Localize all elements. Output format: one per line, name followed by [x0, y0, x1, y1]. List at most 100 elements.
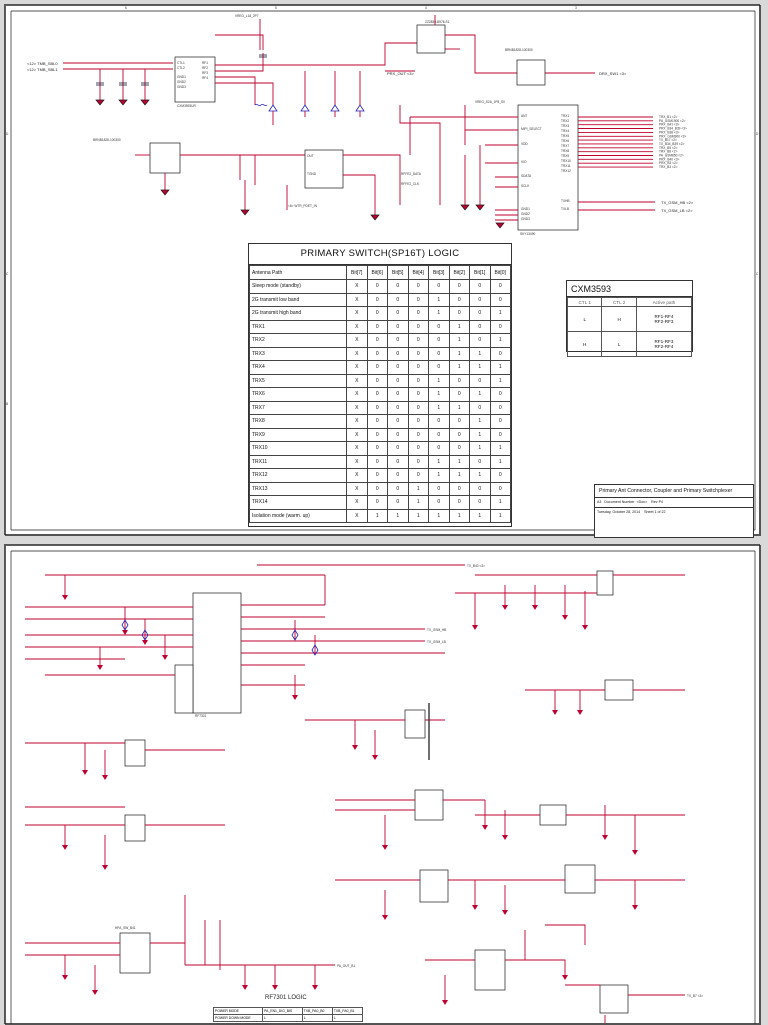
- rf-logic-cell: PA_EN1_DIG_BIS: [262, 1007, 303, 1015]
- logic-table-cell: 0: [366, 441, 388, 456]
- svg-text:RF1: RF1: [202, 61, 208, 65]
- logic-table-cell: 0: [387, 481, 409, 496]
- u103-chip: [304, 149, 344, 189]
- logic-table-cell: TRX12: [249, 468, 347, 483]
- u101-chip: [174, 56, 216, 103]
- title-block-date-row: Tuesday, October 28, 2014 Sheet 1 of 22: [595, 507, 753, 517]
- logic-table-cell: 0: [469, 454, 491, 469]
- ground-symbol: [562, 615, 568, 620]
- top-switch-chip: [416, 24, 446, 54]
- logic-table-cell: 0: [387, 495, 409, 510]
- svg-text:C: C: [6, 272, 9, 276]
- svg-text:D: D: [6, 132, 9, 136]
- svg-text:TRX11: TRX11: [561, 164, 571, 168]
- tx-b40-label: TX_B40 <3>: [467, 564, 485, 568]
- logic-table-cell: 1: [489, 508, 511, 523]
- svg-text:3: 3: [575, 6, 577, 10]
- logic-table-cell: X: [346, 373, 368, 388]
- logic-table-cell: 0: [366, 306, 388, 321]
- logic-table-cell: 0: [448, 414, 470, 429]
- input-label-sbl1: <12> TMB_SBL1: [27, 67, 58, 72]
- rf7301-logic-title: RF7301 LOGIC: [265, 995, 307, 1001]
- ground-symbol: [97, 665, 103, 670]
- trx-output-label: PA_GSM850 <2>: [659, 154, 684, 158]
- logic-table-cell: X: [346, 346, 368, 361]
- title-block-title: Primary Ant Connector, Coupler and Prima…: [599, 488, 733, 494]
- drx-output-label: DRX_SW1 <3>: [599, 71, 627, 76]
- logic-table-cell: 1: [448, 468, 470, 483]
- ground-symbol: [102, 865, 108, 870]
- logic-table-title: PRIMARY SWITCH(SP16T) LOGIC: [249, 244, 511, 265]
- logic-table-cell: 2G transmit high band: [249, 306, 347, 321]
- logic-table-cell: 0: [366, 346, 388, 361]
- logic-table-cell: Isolation mode (warm. up): [249, 508, 347, 523]
- logic-table-cell: TRX1: [249, 319, 347, 334]
- ground-symbol: [562, 975, 568, 980]
- ground-symbol: [292, 695, 298, 700]
- pa-out-label: PA_OUT_B1: [337, 964, 355, 968]
- logic-table-cell: TRX2: [249, 333, 347, 348]
- svg-text:TRX10: TRX10: [561, 159, 571, 163]
- svg-text:VDD: VDD: [521, 142, 528, 146]
- hpa-sw-label: HPA_SW_B41: [115, 926, 136, 930]
- logic-table-cell: 0: [387, 279, 409, 294]
- ground-symbol: [582, 625, 588, 630]
- cxm-cell: H: [566, 331, 603, 357]
- logic-table-cell: 0: [387, 360, 409, 375]
- logic-table-cell: 0: [366, 481, 388, 496]
- title-block-doc: A3 Document Number <Doc> Rev P4: [595, 497, 753, 507]
- logic-table-cell: 0: [448, 306, 470, 321]
- input-label-sbl0: <12> TMB_SBL0: [27, 61, 58, 66]
- trx-output-label: PRX_B41 <3>: [659, 123, 680, 127]
- logic-table-cell: 0: [469, 400, 491, 415]
- svg-text:BRNB1828-100300: BRNB1828-100300: [93, 138, 121, 142]
- logic-table-cell: 0: [387, 400, 409, 415]
- logic-table-cell: 1: [428, 306, 450, 321]
- logic-table-cell: 1: [366, 508, 388, 523]
- ground-symbol: [62, 975, 68, 980]
- logic-table-cell: 0: [448, 279, 470, 294]
- sheet2-schematic-drawing: RF7301 TX_B40 <3> TX_GSM_HB TX_GSM_LB: [5, 545, 761, 1025]
- logic-table-header-cell: Bit[2]: [448, 265, 470, 280]
- ground-symbol: [552, 710, 558, 715]
- logic-table-cell: 1: [428, 400, 450, 415]
- logic-table-cell: TRX9: [249, 427, 347, 442]
- ground-symbol: [272, 985, 278, 990]
- trx-output-label: TRX_B1 <2>: [659, 115, 678, 119]
- logic-table-cell: 0: [387, 333, 409, 348]
- logic-table-cell: 0: [428, 346, 450, 361]
- logic-table-cell: 0: [428, 279, 450, 294]
- logic-table-cell: 0: [448, 387, 470, 402]
- ground-symbol: [632, 850, 638, 855]
- svg-text:CTL1: CTL1: [177, 61, 185, 65]
- logic-table-cell: 0: [448, 441, 470, 456]
- logic-table-cell: 1: [469, 441, 491, 456]
- logic-table-cell: 0: [366, 468, 388, 483]
- logic-table-cell: TRX10: [249, 441, 347, 456]
- logic-table-cell: 1: [489, 333, 511, 348]
- logic-table-cell: 0: [387, 414, 409, 429]
- logic-table-cell: 0: [428, 495, 450, 510]
- rf-logic-cell: POWER DOWN MODE: [212, 1014, 264, 1022]
- logic-table-cell: X: [346, 387, 368, 402]
- logic-table-cell: X: [346, 481, 368, 496]
- logic-table-cell: 0: [387, 454, 409, 469]
- wtr-pdet-label: <6> WTR_PDET_IN: [288, 204, 318, 208]
- logic-table-cell: 0: [428, 333, 450, 348]
- logic-table-cell: X: [346, 427, 368, 442]
- u102-chip: [517, 104, 579, 231]
- logic-table-cell: 0: [387, 306, 409, 321]
- logic-table-cell: 0: [366, 373, 388, 388]
- svg-text:MIPI_SELECT: MIPI_SELECT: [521, 127, 542, 131]
- logic-table-cell: 2G transmit low band: [249, 292, 347, 307]
- logic-table-header-cell: Antenna Path: [249, 265, 347, 280]
